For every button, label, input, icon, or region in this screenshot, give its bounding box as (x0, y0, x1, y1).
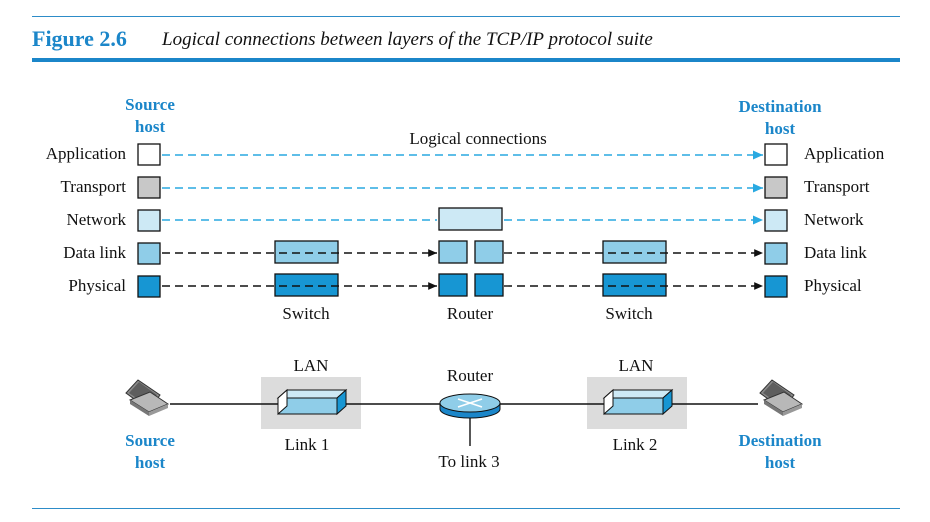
source-stack (137, 143, 161, 298)
source-datalink-box (137, 242, 161, 265)
switch1-physical-box (274, 273, 339, 297)
switch1-datalink-box (274, 240, 339, 264)
lan2-label: LAN (619, 356, 654, 375)
router-label-bottom: Router (447, 366, 494, 385)
link3-label: To link 3 (438, 452, 499, 471)
layer-label-left-physical: Physical (68, 276, 126, 295)
destination-laptop-icon (759, 379, 804, 416)
source-host-label-top-1: Source (125, 95, 175, 114)
switch1-device (274, 240, 339, 297)
layer-label-right-physical: Physical (804, 276, 862, 295)
source-physical-box (137, 275, 161, 298)
logical-connections-label: Logical connections (409, 129, 546, 148)
switch1-icon (276, 388, 348, 416)
destination-host-label-top-2: host (765, 119, 796, 138)
destination-stack (764, 143, 788, 298)
router-label-top: Router (447, 304, 494, 323)
layer-label-left-application: Application (46, 144, 127, 163)
top-rule (32, 16, 900, 17)
switch2-device (602, 240, 667, 297)
layer-label-right-transport: Transport (804, 177, 870, 196)
switch2-physical-box (602, 273, 667, 297)
switch1-label: Switch (282, 304, 330, 323)
source-transport-box (137, 176, 161, 199)
source-host-label-top-2: host (135, 117, 166, 136)
layer-label-left-transport: Transport (61, 177, 127, 196)
destination-datalink-box (764, 242, 788, 265)
switch2-label: Switch (605, 304, 653, 323)
switch2-icon (602, 388, 674, 416)
link2-label: Link 2 (613, 435, 658, 454)
link1-label: Link 1 (285, 435, 330, 454)
title-underline (32, 58, 900, 62)
figure-caption: Logical connections between layers of th… (162, 29, 653, 50)
lan1-label: LAN (294, 356, 329, 375)
destination-network-box (764, 209, 788, 232)
router-physical-box-right (474, 273, 504, 297)
router-device (438, 207, 504, 297)
destination-transport-box (764, 176, 788, 199)
destination-physical-box (764, 275, 788, 298)
layer-label-right-network: Network (804, 210, 864, 229)
router-icon (439, 393, 501, 419)
router-datalink-box-left (438, 240, 468, 264)
router-datalink-box-right (474, 240, 504, 264)
figure-number: Figure 2.6 (32, 26, 127, 51)
destination-host-label-top-1: Destination (738, 97, 822, 116)
source-laptop-icon (125, 379, 170, 416)
source-host-label-bottom-2: host (135, 453, 166, 472)
layer-label-right-datalink: Data link (804, 243, 867, 262)
destination-host-label-bottom-1: Destination (738, 431, 822, 450)
layer-label-right-application: Application (804, 144, 885, 163)
destination-host-label-bottom-2: host (765, 453, 796, 472)
source-host-label-bottom-1: Source (125, 431, 175, 450)
bottom-rule (32, 508, 900, 509)
router-physical-box-left (438, 273, 468, 297)
figure-title-bar: Figure 2.6 Logical connections between l… (32, 26, 900, 56)
layer-label-left-network: Network (67, 210, 127, 229)
router-network-box (438, 207, 503, 231)
source-network-box (137, 209, 161, 232)
destination-application-box (764, 143, 788, 166)
switch2-datalink-box (602, 240, 667, 264)
layer-label-left-datalink: Data link (63, 243, 126, 262)
source-application-box (137, 143, 161, 166)
